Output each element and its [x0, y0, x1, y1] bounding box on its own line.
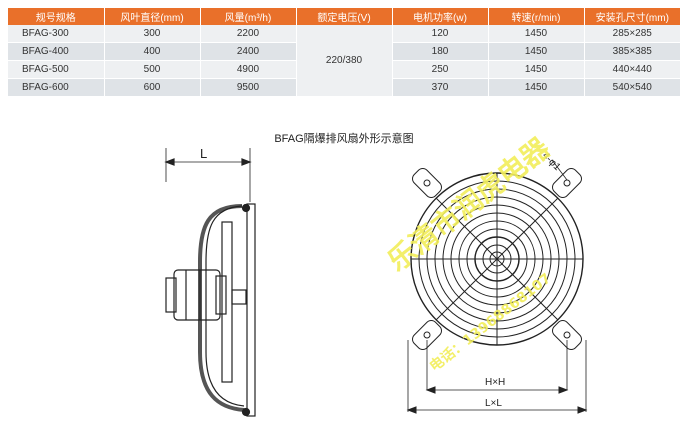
header-power: 电机功率(w): [392, 8, 489, 25]
table-row: BFAG-600 600 9500 370 1450 540×540: [8, 78, 680, 97]
cell-hole: 440×440: [584, 60, 680, 79]
cell-model: BFAG-600: [8, 78, 105, 97]
cell-power: 180: [392, 42, 489, 61]
cell-model: BFAG-500: [8, 60, 105, 79]
diagram-title: BFAG隔爆排风扇外形示意图: [274, 133, 414, 145]
cell-speed: 1450: [488, 42, 585, 61]
header-model: 规号规格: [8, 8, 105, 25]
cell-speed: 1450: [488, 60, 585, 79]
cell-airflow: 2400: [200, 42, 297, 61]
front-view-diagram: 4-φ1 H×H L×L: [406, 150, 588, 414]
table-row: BFAG-500 500 4900 250 1450 440×440: [8, 60, 680, 79]
header-hole: 安装孔尺寸(mm): [584, 8, 680, 25]
cell-power: 120: [392, 25, 489, 43]
cell-airflow: 9500: [200, 78, 297, 97]
cell-speed: 1450: [488, 78, 585, 97]
cell-diameter: 300: [104, 25, 201, 43]
cell-hole: 385×385: [584, 42, 680, 61]
cell-diameter: 600: [104, 78, 201, 97]
side-dimension-label: L: [200, 146, 207, 161]
inner-dimension-label: H×H: [485, 377, 505, 388]
cell-power: 370: [392, 78, 489, 97]
cell-diameter: 500: [104, 60, 201, 79]
header-airflow: 风量(m³/h): [200, 8, 297, 25]
table-row: BFAG-300 300 2200 220/380 120 1450 285×2…: [8, 25, 680, 97]
cell-airflow: 4900: [200, 60, 297, 79]
cell-model: BFAG-400: [8, 42, 105, 61]
cell-airflow: 2200: [200, 25, 297, 43]
cell-speed: 1450: [488, 25, 585, 43]
header-diameter: 风叶直径(mm): [104, 8, 201, 25]
spec-table: 规号规格 风叶直径(mm) 风量(m³/h) 额定电压(V) 电机功率(w) 转…: [8, 8, 680, 97]
cell-voltage: 220/380: [296, 25, 393, 97]
header-voltage: 额定电压(V): [296, 8, 393, 25]
cell-hole: 540×540: [584, 78, 680, 97]
table-header-row: 规号规格 风叶直径(mm) 风量(m³/h) 额定电压(V) 电机功率(w) 转…: [8, 8, 680, 25]
cell-model: BFAG-300: [8, 25, 105, 43]
cell-power: 250: [392, 60, 489, 79]
cell-hole: 285×285: [584, 25, 680, 43]
outer-dimension-label: L×L: [485, 398, 502, 409]
cell-diameter: 400: [104, 42, 201, 61]
header-speed: 转速(r/min): [488, 8, 585, 25]
table-row: BFAG-400 400 2400 180 1450 385×385: [8, 42, 680, 61]
side-view-diagram: L: [164, 146, 256, 417]
